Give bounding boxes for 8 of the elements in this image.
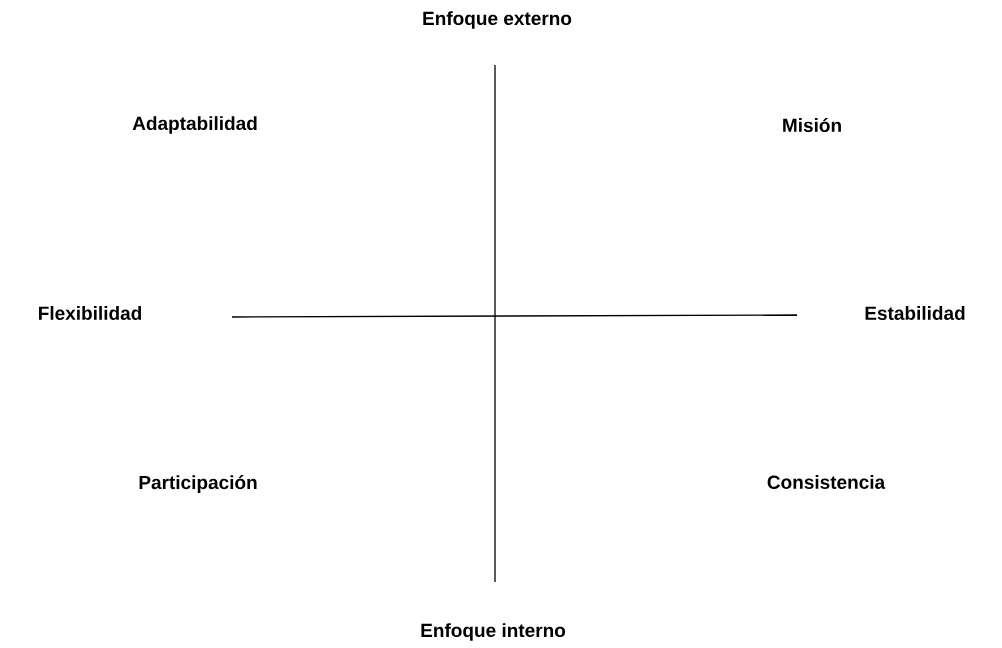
axis-label: Estabilidad — [865, 306, 965, 320]
axis-label: Enfoque externo — [423, 11, 572, 29]
axis-label: Consistencia — [767, 475, 886, 489]
axis-label: Participación — [139, 475, 257, 493]
axis-label: Misión — [783, 117, 841, 133]
axis-label: Enfoque interno — [421, 623, 566, 641]
axis-label: Adaptabilidad — [132, 116, 257, 134]
axis-label: Flexibilidad — [39, 306, 142, 320]
